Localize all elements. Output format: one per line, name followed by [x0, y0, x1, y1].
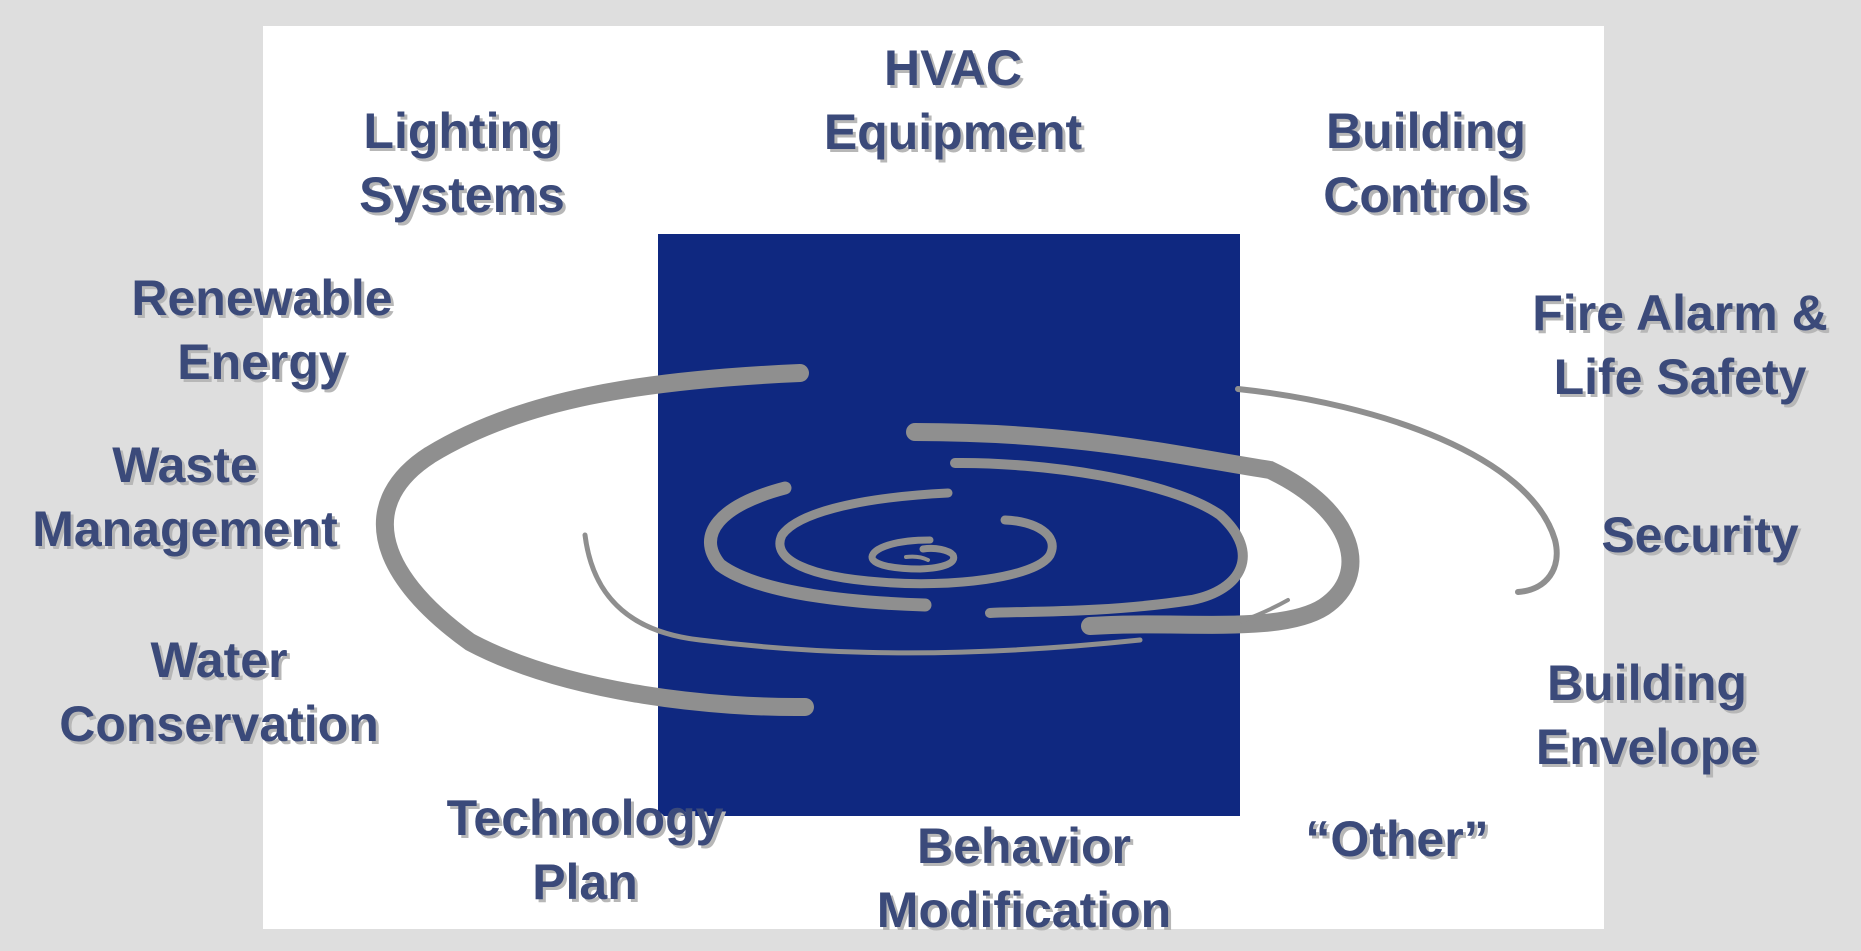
label-behavior-modification: Behavior Modification [876, 818, 1172, 938]
label-renewable-energy: Renewable Energy [131, 270, 393, 390]
label-water-conservation: Water Conservation [59, 632, 379, 752]
label-hvac-equipment: HVAC Equipment [823, 40, 1083, 160]
label-other: “Other” [1305, 811, 1489, 867]
label-security: Security [1601, 507, 1799, 563]
label-building-envelope: Building Envelope [1535, 655, 1759, 775]
label-fire-alarm-life-safety: Fire Alarm & Life Safety [1532, 285, 1828, 405]
label-lighting-systems: Lighting Systems [359, 103, 565, 223]
label-waste-management: Waste Management [32, 437, 338, 557]
label-technology-plan: Technology Plan [446, 790, 724, 910]
center-square [658, 234, 1240, 816]
label-building-controls: Building Controls [1323, 103, 1529, 223]
